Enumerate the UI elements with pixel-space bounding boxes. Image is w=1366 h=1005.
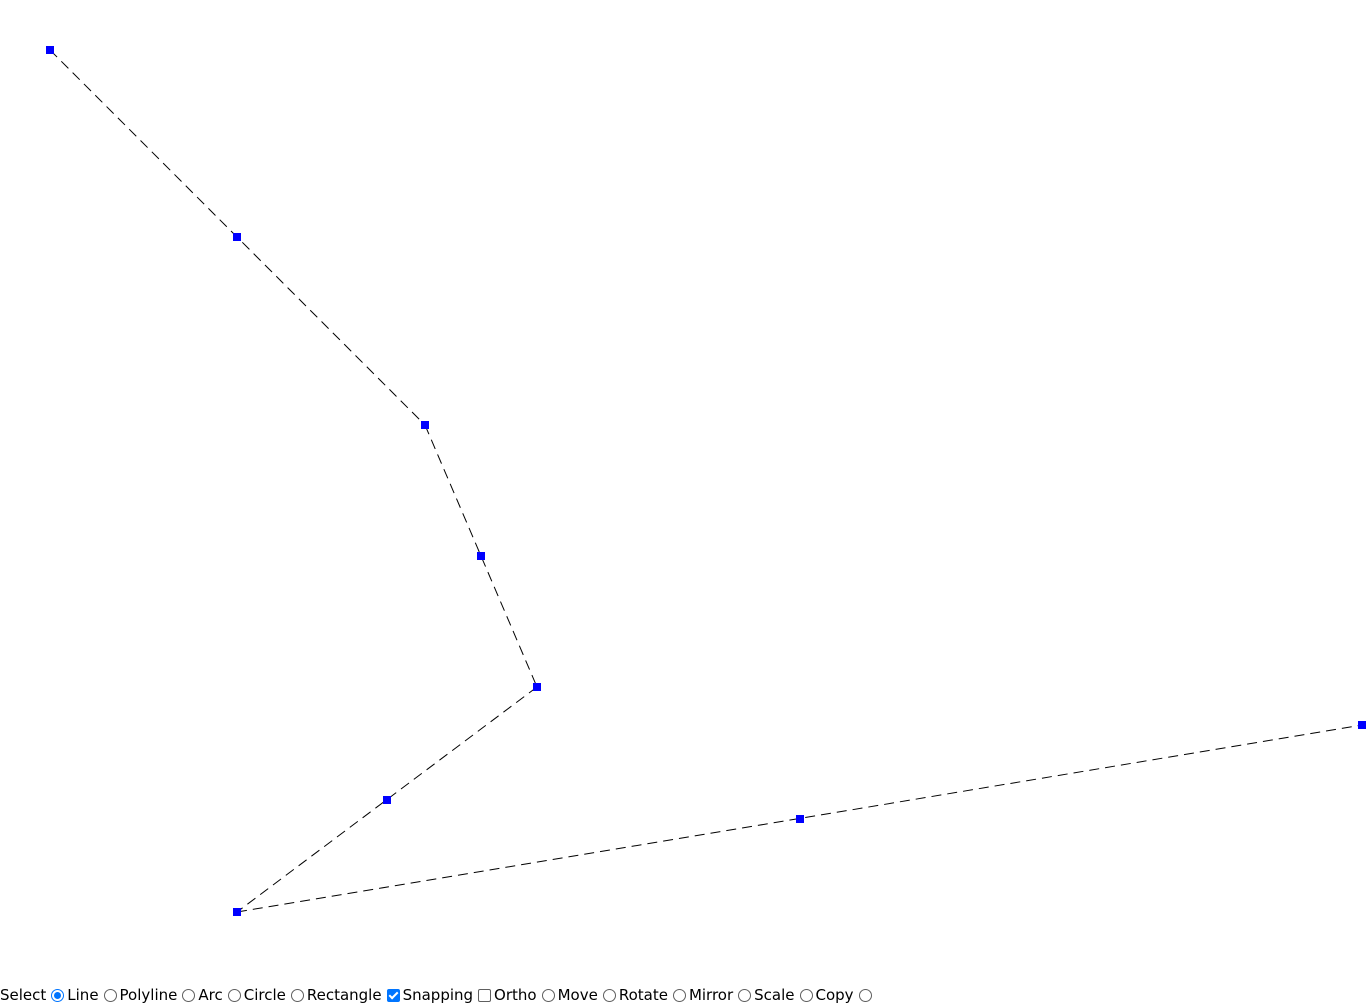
polyline-group: [49, 49, 1363, 913]
tool-selector: Select Line Polyline Arc Circle Rectangle Snap…: [0, 985, 1366, 1005]
midpoint-grip-m3[interactable]: [383, 796, 391, 804]
ortho-label: Ortho: [494, 986, 537, 1004]
option-circle[interactable]: Circle: [223, 985, 286, 1005]
arc-label: Arc: [198, 986, 223, 1004]
midpoint-grip-m2[interactable]: [477, 552, 485, 560]
option-ortho[interactable]: Ortho: [473, 985, 537, 1005]
drawing-canvas[interactable]: [0, 0, 1366, 984]
rectangle-label: Rectangle: [306, 986, 382, 1004]
polyline-radio[interactable]: [103, 988, 117, 1002]
move-radio[interactable]: [541, 988, 555, 1002]
ortho-checkbox[interactable]: [478, 988, 492, 1002]
mirror-label: Mirror: [688, 986, 734, 1004]
midpoint-grip-m1[interactable]: [233, 233, 241, 241]
copy-radio[interactable]: [799, 988, 813, 1002]
rotate-label: Rotate: [618, 986, 668, 1004]
option-copy[interactable]: Copy: [795, 985, 854, 1005]
vertex-grip-p5[interactable]: [1358, 721, 1366, 729]
circle-radio[interactable]: [227, 988, 241, 1002]
arc-radio[interactable]: [182, 988, 196, 1002]
vertex-grip-p3[interactable]: [533, 683, 541, 691]
option-move[interactable]: Move: [537, 985, 598, 1005]
segment-3[interactable]: [236, 686, 538, 913]
option-rectangle[interactable]: Rectangle: [286, 985, 382, 1005]
rectangle-radio[interactable]: [290, 988, 304, 1002]
option-line[interactable]: Line: [46, 985, 99, 1005]
option-scale[interactable]: Scale: [733, 985, 795, 1005]
extra-radio[interactable]: [858, 988, 872, 1002]
copy-label: Copy: [815, 986, 854, 1004]
mirror-radio[interactable]: [672, 988, 686, 1002]
scale-label: Scale: [754, 986, 795, 1004]
option-polyline[interactable]: Polyline: [99, 985, 178, 1005]
segment-4[interactable]: [236, 724, 1363, 913]
option-extra[interactable]: [854, 985, 875, 1005]
option-snapping[interactable]: Snapping: [382, 985, 473, 1005]
snapping-checkbox[interactable]: [386, 988, 400, 1002]
line-radio[interactable]: [51, 988, 65, 1002]
line-label: Line: [67, 986, 99, 1004]
rotate-radio[interactable]: [602, 988, 616, 1002]
vertex-grip-p4[interactable]: [233, 908, 241, 916]
scale-radio[interactable]: [738, 988, 752, 1002]
midpoint-grip-m4[interactable]: [796, 815, 804, 823]
move-label: Move: [557, 986, 598, 1004]
option-mirror[interactable]: Mirror: [668, 985, 733, 1005]
option-arc[interactable]: Arc: [177, 985, 223, 1005]
circle-label: Circle: [243, 986, 286, 1004]
option-rotate[interactable]: Rotate: [598, 985, 668, 1005]
snapping-label: Snapping: [402, 986, 474, 1004]
vertex-grip-p1[interactable]: [46, 46, 54, 54]
polyline-label: Polyline: [119, 986, 178, 1004]
vertex-grip-p2[interactable]: [421, 421, 429, 429]
grip-group: [46, 46, 1366, 916]
select-label: Select: [0, 986, 47, 1004]
